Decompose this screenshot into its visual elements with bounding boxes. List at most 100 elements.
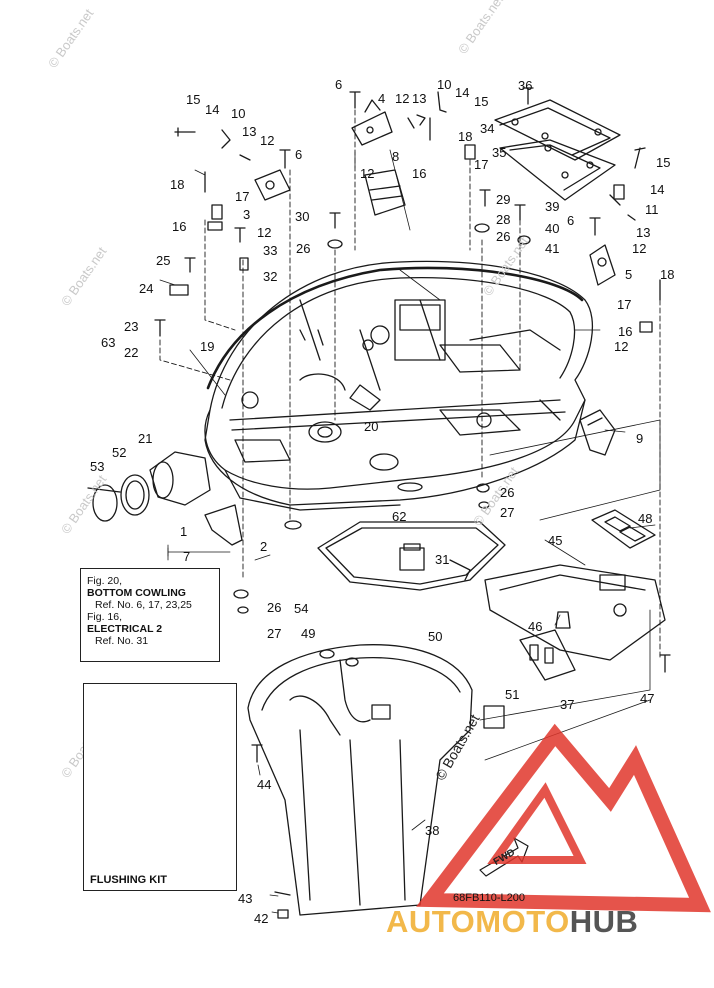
mounting-bracket-part: [484, 564, 666, 661]
callout-1: 1: [180, 524, 188, 539]
callout-11: 11: [645, 202, 659, 217]
callout-48: 48: [638, 511, 653, 526]
callout-30: 30: [295, 209, 310, 224]
callout-28: 28: [496, 212, 511, 227]
callout-18: 18: [458, 129, 473, 144]
grommet-46-part: [555, 611, 571, 629]
callout-43: 43: [238, 891, 253, 906]
reference-note-box: Fig. 20, BOTTOM COWLING Ref. No. 6, 17, …: [80, 568, 220, 662]
callout-8: 8: [392, 149, 400, 164]
grommet-part: [399, 543, 425, 571]
callout-33: 33: [263, 243, 278, 258]
bracket-part: [351, 99, 393, 146]
ref-note-line: ELECTRICAL 2: [87, 623, 163, 635]
seal-strip-part: [206, 266, 584, 390]
latch-bracket-part: [254, 169, 291, 201]
callout-18: 18: [660, 267, 675, 282]
callout-10: 10: [231, 106, 246, 121]
fastener-group: [124, 87, 671, 919]
callout-38: 38: [425, 823, 440, 838]
callout-15: 15: [474, 94, 489, 109]
callout-19: 19: [200, 339, 215, 354]
callout-14: 14: [650, 182, 665, 197]
callout-31: 31: [435, 552, 450, 567]
callout-27: 27: [500, 505, 515, 520]
callout-12: 12: [395, 91, 410, 106]
callout-16: 16: [172, 219, 187, 234]
callout-13: 13: [412, 91, 427, 106]
callout-36: 36: [518, 78, 533, 93]
callout-12: 12: [260, 133, 275, 148]
flushing-kit-title: FLUSHING KIT: [90, 874, 167, 886]
callout-26: 26: [500, 485, 515, 500]
callout-22: 22: [124, 345, 139, 360]
brand-wordmark: AUTOMOTOHUB: [386, 904, 638, 940]
bottom-cowling-part: [204, 260, 593, 511]
callout-34: 34: [480, 121, 495, 136]
lock-bracket-part: [364, 169, 406, 216]
duct-bracket-part: [204, 504, 243, 546]
callout-47: 47: [640, 691, 655, 706]
callout-7: 7: [183, 549, 191, 564]
callout-52: 52: [112, 445, 127, 460]
callout-9: 9: [636, 431, 644, 446]
callout-27: 27: [267, 626, 282, 641]
callout-16: 16: [618, 324, 633, 339]
callout-6: 6: [567, 213, 575, 228]
reed-plate-part: [591, 509, 656, 549]
callout-37: 37: [560, 697, 575, 712]
callout-2: 2: [260, 539, 268, 554]
callout-4: 4: [378, 91, 386, 106]
callout-42: 42: [254, 911, 269, 926]
callout-17: 17: [474, 157, 489, 172]
fwd-arrow-icon: [479, 837, 529, 877]
callout-54: 54: [294, 601, 309, 616]
callout-21: 21: [138, 431, 153, 446]
callout-16: 16: [412, 166, 427, 181]
callout-40: 40: [545, 221, 560, 236]
callout-63: 63: [101, 335, 116, 350]
callout-17: 17: [617, 297, 632, 312]
callout-6: 6: [295, 147, 303, 162]
brand-part-3: HUB: [569, 904, 639, 939]
leader-lines: [159, 149, 661, 914]
callout-29: 29: [496, 192, 511, 207]
ref-note-line: Ref. No. 31: [95, 635, 149, 647]
callout-10: 10: [437, 77, 452, 92]
callout-44: 44: [257, 777, 272, 792]
callout-13: 13: [636, 225, 651, 240]
flushing-kit-box: FLUSHING KIT: [83, 683, 237, 891]
callout-35: 35: [492, 145, 507, 160]
callout-18: 18: [170, 177, 185, 192]
ref-note-line: BOTTOM COWLING: [87, 587, 186, 599]
brand-logo-icon: [416, 723, 711, 913]
callout-39: 39: [545, 199, 560, 214]
callout-5: 5: [625, 267, 633, 282]
plate-part: [499, 139, 616, 201]
cover-plate-part: [494, 99, 621, 161]
callout-17: 17: [235, 189, 250, 204]
callout-6: 6: [335, 77, 343, 92]
callout-12: 12: [257, 225, 272, 240]
callout-24: 24: [139, 281, 154, 296]
callout-62: 62: [392, 509, 407, 524]
callout-51: 51: [505, 687, 520, 702]
callout-12: 12: [632, 241, 647, 256]
callout-45: 45: [548, 533, 563, 548]
callout-49: 49: [301, 626, 316, 641]
callout-15: 15: [656, 155, 671, 170]
lever-part: [589, 244, 616, 286]
gasket-part: [317, 521, 506, 591]
callout-26: 26: [496, 229, 511, 244]
callout-26: 26: [296, 241, 311, 256]
callout-14: 14: [205, 102, 220, 117]
callout-20: 20: [364, 419, 379, 434]
intake-duct-part: [87, 451, 211, 522]
diagram-code: 68FB110-L200: [453, 892, 525, 904]
callout-53: 53: [90, 459, 105, 474]
callout-12: 12: [360, 166, 375, 181]
callout-26: 26: [267, 600, 282, 615]
callout-14: 14: [455, 85, 470, 100]
ref-note-line: Ref. No. 6, 17, 23,25: [95, 599, 192, 611]
